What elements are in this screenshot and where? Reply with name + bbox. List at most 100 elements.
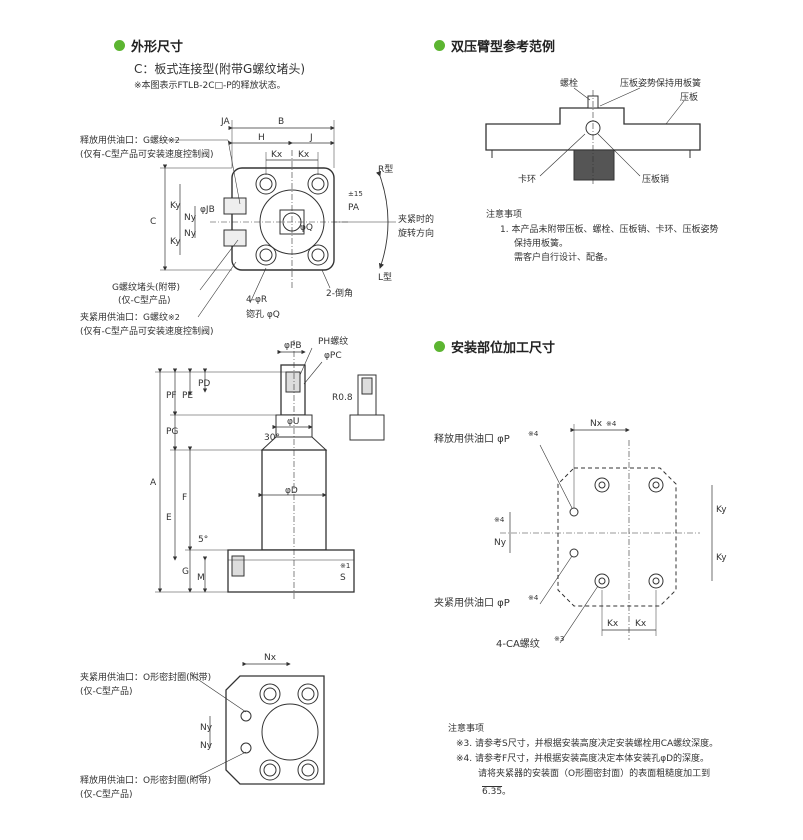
- r-type: R型: [378, 164, 393, 175]
- dim-m: M: [197, 573, 205, 583]
- mount-ky-bottom: Ky: [716, 553, 727, 563]
- dim-a: A: [150, 478, 157, 488]
- bottom-view: [189, 661, 325, 785]
- dim-f: F: [182, 493, 187, 503]
- example-labels: 螺栓 压板姿势保持用板簧 压板 卡环 压板销: [518, 77, 701, 185]
- release-port-label: 释放用供油口：G螺纹※2: [80, 136, 180, 146]
- mount-note-4: ※4. 请参考F尺寸，并根据安装高度决定本体安装孔φD的深度。: [456, 754, 710, 764]
- dim-pa: PA: [348, 203, 360, 213]
- mount-view: [500, 424, 713, 644]
- dim-ky-top: Ky: [170, 201, 181, 211]
- top-view-labels: JA B H J Kx Kx C Ky Ky Ny Ny φJB φQ 4-φR…: [150, 117, 434, 320]
- dim-kx-left: Kx: [271, 150, 283, 160]
- dim-pg: PG: [166, 427, 178, 437]
- bullet-icon: [434, 40, 445, 51]
- bottom-release-note: (仅-C型产品): [80, 790, 133, 800]
- mount-labels: Nx ※4 Ny ※4 Ky Ky Kx Kx 释放用供油口 φP ※4 夹紧用…: [434, 419, 727, 650]
- bottom-clamp-port: 夹紧用供油口：O形密封圈(附带): [80, 673, 212, 683]
- dim-counterbore: 锪孔 φQ: [246, 308, 280, 320]
- mount-note-4b: 请将夹紧器的安装面（O形圈密封面）的表面粗糙度加工到: [478, 769, 711, 779]
- mount-ky-top: Ky: [716, 505, 727, 515]
- dim-ny-bottom: Ny: [184, 229, 197, 239]
- dim-pd: PD: [198, 379, 210, 389]
- clamp-port-note: (仅有-C型产品可安装速度控制阀): [80, 327, 214, 337]
- plug-label: G螺纹堵头(附带): [112, 283, 180, 293]
- mount-note-3: ※3. 请参考S尺寸，并根据安装高度决定安装螺栓用CA螺纹深度。: [456, 739, 719, 749]
- dim-ny-b1: Ny: [200, 723, 213, 733]
- dim-kx-right: Kx: [298, 150, 310, 160]
- bottom-clamp-note: (仅-C型产品): [80, 687, 133, 697]
- dim-h: H: [258, 133, 265, 143]
- dim-ny-b2: Ny: [200, 741, 213, 751]
- mount-ca: 4-CA螺纹: [496, 637, 540, 650]
- mount-ny-mark: ※4: [494, 516, 505, 524]
- dim-r: 4-φR: [246, 295, 267, 305]
- plate-label: 压板: [680, 91, 698, 103]
- side-view: [155, 340, 385, 600]
- bottom-release-port: 释放用供油口：O形密封圈(附带): [80, 776, 212, 786]
- top-view: [160, 120, 396, 318]
- roughness-symbol: 6.35。: [482, 787, 512, 797]
- bullet-icon: [114, 40, 125, 51]
- rotation-b: 旋转方向: [398, 227, 434, 239]
- type-note: ※本图表示FTLB-2C□-P的释放状态。: [134, 81, 286, 91]
- dim-ny-top: Ny: [184, 213, 197, 223]
- spring-label: 压板姿势保持用板簧: [620, 77, 701, 89]
- side-view-labels: φPB PH螺纹 φPC PD PE PF PG A E F G M S ※1 …: [150, 335, 353, 583]
- ring-label: 卡环: [518, 173, 536, 185]
- mount-ca-mark: ※3: [554, 635, 564, 643]
- dim-j: J: [309, 133, 313, 143]
- rotation-a: 夹紧时的: [398, 213, 434, 225]
- plug-note: (仅-C型产品): [118, 296, 171, 306]
- bolt-label: 螺栓: [560, 77, 578, 89]
- outline-heading: 外形尺寸: [114, 36, 183, 55]
- type-title: C：板式连接型(附带G螺纹堵头): [134, 62, 306, 76]
- example-note-1: 1. 本产品未附带压板、螺栓、压板销、卡环、压板姿势: [500, 225, 719, 235]
- dim-nx: Nx: [264, 653, 277, 663]
- mount-heading-text: 安装部位加工尺寸: [451, 341, 556, 356]
- pin-label: 压板销: [642, 173, 669, 185]
- dim-ph: PH螺纹: [318, 335, 348, 347]
- dim-s-mark: ※1: [340, 562, 350, 570]
- dim-pe: PE: [182, 391, 193, 401]
- dim-c: C: [150, 217, 156, 227]
- mount-clamp-port: 夹紧用供油口 φP: [434, 596, 510, 609]
- dim-e: E: [166, 513, 172, 523]
- dim-g: G: [182, 567, 189, 577]
- dim-angle5: 5°: [198, 535, 208, 545]
- example-note-1b: 保持用板簧。: [514, 239, 569, 249]
- mount-heading: 安装部位加工尺寸: [434, 337, 555, 356]
- dim-b: B: [278, 117, 284, 127]
- dim-r08: R0.8: [332, 393, 353, 403]
- example-view: [485, 87, 701, 185]
- dim-ky-bottom: Ky: [170, 237, 181, 247]
- example-heading-text: 双压臂型参考范例: [451, 40, 556, 55]
- mount-nx: Nx: [590, 419, 603, 429]
- dim-jb: φJB: [200, 205, 215, 215]
- dim-d: φD: [285, 486, 298, 496]
- outline-heading-text: 外形尺寸: [131, 40, 184, 55]
- example-note-1c: 需客户自行设计、配备。: [514, 253, 614, 263]
- dim-u: φU: [287, 417, 300, 427]
- mount-notes-title: 注意事项: [448, 724, 485, 734]
- dim-pa-note: ±15: [348, 190, 363, 198]
- bullet-icon: [434, 341, 445, 352]
- mount-kx-left: Kx: [607, 619, 619, 629]
- l-type: L型: [378, 272, 392, 283]
- mount-nx-mark: ※4: [606, 420, 617, 428]
- dim-pf: PF: [166, 391, 177, 401]
- mount-clamp-mark: ※4: [528, 594, 539, 602]
- mount-ny: Ny: [494, 538, 507, 548]
- mount-release-mark: ※4: [528, 430, 539, 438]
- dim-pc: φPC: [324, 351, 342, 361]
- release-port-note: (仅有-C型产品可安装速度控制阀): [80, 150, 214, 160]
- dim-angle: 30°: [264, 433, 280, 443]
- dim-ja: JA: [220, 117, 230, 127]
- dim-q: φQ: [300, 223, 313, 233]
- example-heading: 双压臂型参考范例: [434, 36, 555, 55]
- mount-release-port: 释放用供油口 φP: [434, 432, 510, 445]
- bottom-view-labels: Nx Ny Ny: [200, 653, 277, 751]
- dim-pb: φPB: [284, 341, 302, 351]
- dim-chamfer: 2-倒角: [326, 287, 353, 299]
